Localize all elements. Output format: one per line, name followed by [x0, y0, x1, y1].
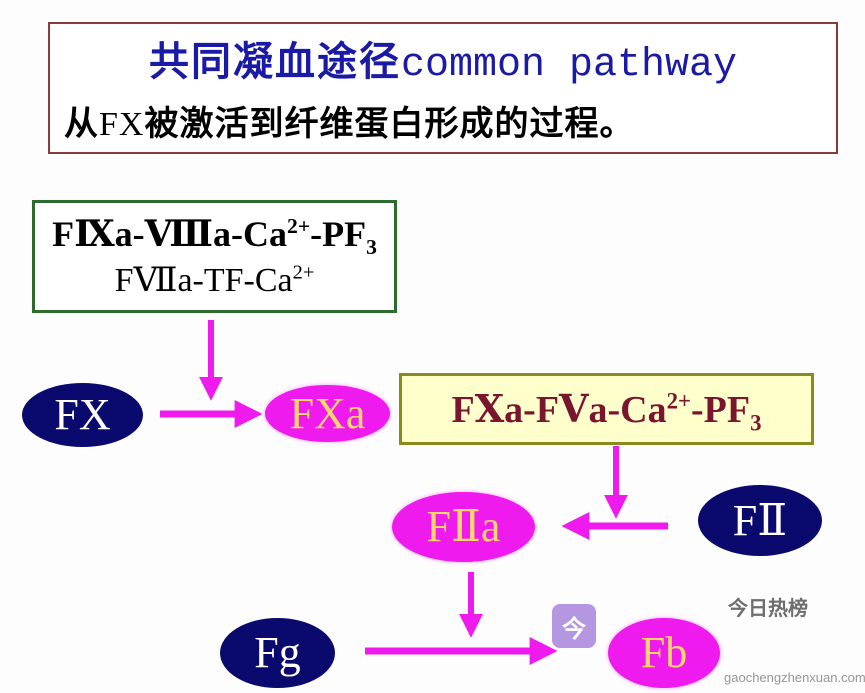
- node-fb-label: Fb: [640, 628, 688, 677]
- intrinsic-tenase-main: FⅨa-Ⅷa-Ca: [52, 214, 288, 254]
- node-fx-label: FX: [54, 390, 111, 439]
- subtitle: 从FX被激活到纤维蛋白形成的过程。: [64, 104, 634, 145]
- watermark-logo-icon: 今: [552, 604, 596, 648]
- prothrombinase-complex-box: FⅩa-FⅤa-Ca2+-PF3: [399, 373, 814, 445]
- node-fxa: FXa: [265, 385, 390, 442]
- intrinsic-tenase-pf: -PF: [310, 214, 367, 254]
- title-box: 共同凝血途径common pathway 从FX被激活到纤维蛋白形成的过程。: [48, 22, 838, 154]
- node-f2: FⅡ: [698, 485, 822, 556]
- extrinsic-tenase-label: FⅦa-TF-Ca2+: [35, 260, 394, 302]
- title-english: common pathway: [400, 43, 738, 88]
- node-fg: Fg: [220, 618, 335, 688]
- intrinsic-tenase-sup: 2+: [287, 214, 311, 238]
- prothrombinase-sup: 2+: [666, 388, 692, 414]
- extrinsic-tenase-sup: 2+: [292, 261, 315, 284]
- extrinsic-tenase-main: FⅦa-TF-Ca: [114, 262, 293, 299]
- node-f2a-label: FⅡa: [426, 502, 501, 551]
- watermark-url: gaochengzhenxuan.com: [724, 670, 865, 685]
- node-fb: Fb: [608, 618, 720, 688]
- title-chinese: 共同凝血途径: [148, 38, 401, 85]
- intrinsic-tenase-label: FⅨa-Ⅷa-Ca2+-PF3: [35, 213, 394, 258]
- prothrombinase-sub: 3: [750, 410, 762, 436]
- node-fg-label: Fg: [254, 628, 301, 677]
- node-f2-label: FⅡ: [732, 495, 788, 545]
- subtitle-prefix: 从: [64, 104, 99, 144]
- watermark-badge-text: 今: [562, 614, 586, 643]
- prothrombinase-label: FⅩa-FⅤa-Ca2+-PF3: [402, 388, 811, 434]
- subtitle-fx: FX: [99, 106, 145, 143]
- tenase-complex-box: FⅨa-Ⅷa-Ca2+-PF3 FⅦa-TF-Ca2+: [32, 200, 397, 313]
- intrinsic-tenase-sub: 3: [366, 235, 377, 260]
- node-fx: FX: [22, 383, 143, 447]
- node-f2a: FⅡa: [392, 492, 535, 562]
- page-title: 共同凝血途径common pathway: [50, 38, 836, 90]
- subtitle-rest: 被激活到纤维蛋白形成的过程。: [144, 104, 635, 144]
- prothrombinase-pf: -PF: [691, 389, 751, 431]
- prothrombinase-main: FⅩa-FⅤa-Ca: [451, 389, 667, 431]
- node-fxa-label: FXa: [289, 388, 366, 438]
- watermark-title: 今日热榜: [728, 596, 808, 620]
